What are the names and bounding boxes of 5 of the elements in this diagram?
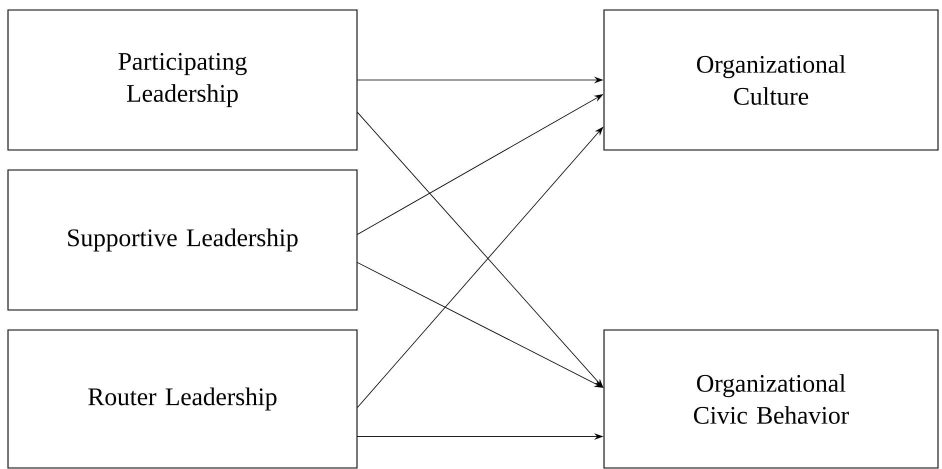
box: Supportive Leadership bbox=[7, 169, 358, 311]
box: Organizational Civic Behavior bbox=[603, 329, 939, 469]
box: Router Leadership bbox=[7, 329, 358, 469]
box: Participating Leadership bbox=[7, 9, 358, 151]
box: Organizational Culture bbox=[603, 9, 939, 151]
